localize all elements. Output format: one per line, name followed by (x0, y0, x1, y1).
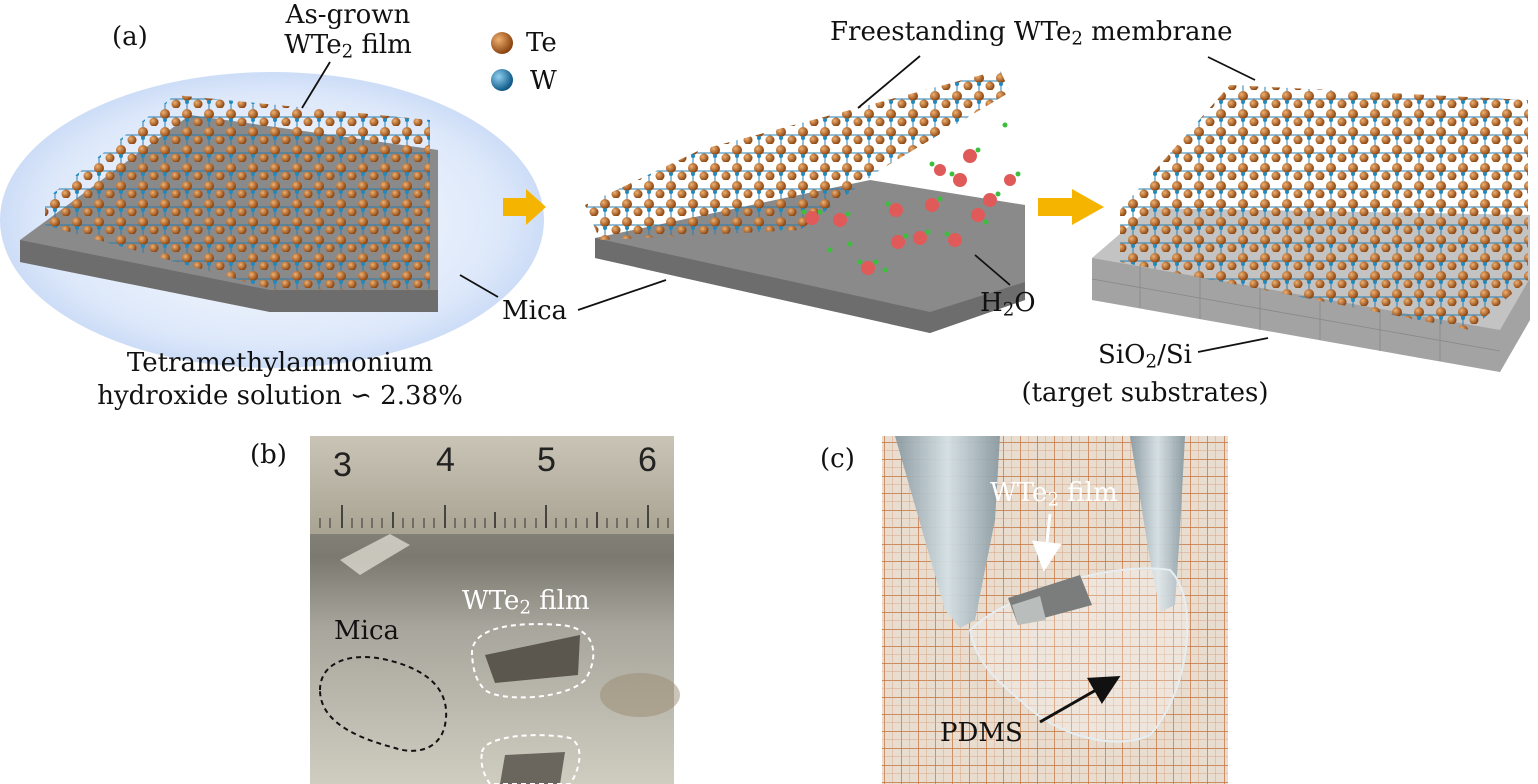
panel-c-tag: (c) (820, 444, 855, 474)
film-label-b: WTe2 film (462, 586, 590, 619)
solution-line1: Tetramethylammonium (126, 348, 434, 378)
freestanding-label: Freestanding WTe2 membrane (830, 17, 1233, 50)
legend-te-label: Te (526, 28, 557, 58)
ruler-tick-4: 4 (436, 441, 455, 479)
tweezer-left (895, 436, 1000, 628)
mica-label-b: Mica (334, 616, 399, 646)
as-grown-film (45, 95, 430, 290)
wte2-flake-b (485, 635, 580, 683)
solution-label: Tetramethylammonium hydroxide solution ∽… (60, 348, 500, 411)
solution-line2: hydroxide solution ∽ 2.38% (97, 381, 463, 411)
te-legend-ball (491, 32, 513, 54)
mica-outline-b (318, 656, 448, 752)
peeling-membrane (585, 70, 1010, 240)
film-outline-b (470, 623, 595, 699)
as-grown-line1: As-grown (285, 0, 411, 30)
w-legend-ball (491, 69, 513, 91)
process-arrow-1 (503, 189, 546, 225)
pdms-arrow-c (1039, 676, 1121, 724)
film-label-c: WTe2 film (990, 478, 1118, 511)
pdms-label: PDMS (940, 718, 1023, 748)
tweezer-right (1130, 436, 1185, 612)
process-arrow-2 (1038, 189, 1104, 225)
legend-w-label: W (530, 66, 557, 96)
target-label: SiO2/Si (target substrates) (1000, 340, 1290, 408)
mica-label-a: Mica (502, 296, 567, 326)
photo-c (882, 436, 1228, 784)
target-line2: (target substrates) (1021, 378, 1269, 408)
ruler-tick-5: 5 (537, 441, 556, 479)
as-grown-label: As-grown WTe2 film (268, 0, 428, 63)
ruler-tick-3: 3 (333, 446, 352, 484)
panel-b-tag: (b) (250, 440, 287, 470)
film-arrow-c (1032, 513, 1062, 572)
transferred-membrane (1120, 85, 1528, 330)
photo-b (310, 436, 680, 784)
water-molecules (801, 122, 1021, 275)
second-film-outline-b (480, 734, 581, 784)
ruler-tick-6: 6 (638, 441, 657, 479)
water-label: H2O (980, 288, 1036, 321)
as-grown-line2: WTe2 film (284, 30, 412, 63)
target-line1: SiO2/Si (1098, 340, 1192, 373)
panel-a-tag: (a) (112, 22, 148, 52)
